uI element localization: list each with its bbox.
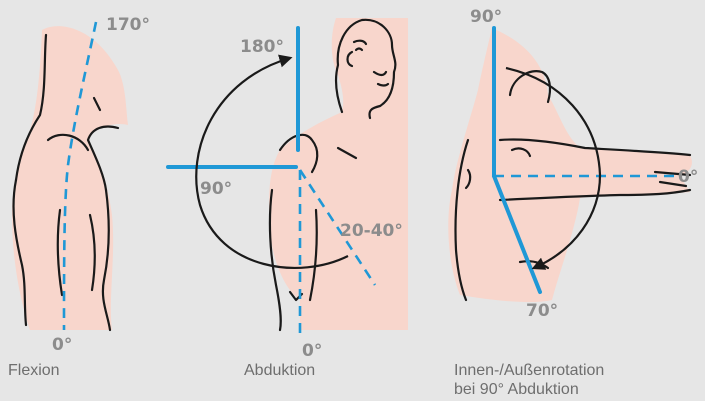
abduktion-angle-20-40: 20-40° xyxy=(340,221,403,241)
abduktion-angle-90: 90° xyxy=(200,179,232,199)
rotation-angle-90: 90° xyxy=(470,7,502,27)
abduktion-caption: Abduktion xyxy=(244,362,315,379)
flexion-caption: Flexion xyxy=(8,362,60,379)
abduktion-angle-0: 0° xyxy=(302,341,322,361)
flexion-angle-170: 170° xyxy=(106,15,150,35)
rotation-figure: 90° 0° 70° Innen-/Außenrotation bei 90° … xyxy=(448,7,698,398)
rotation-angle-70: 70° xyxy=(526,301,558,321)
rotation-caption-line-1: Innen-/Außenrotation xyxy=(454,362,604,379)
flexion-back-silhouette xyxy=(12,26,128,330)
rotation-caption-line-2: bei 90° Abduktion xyxy=(454,381,579,398)
abduktion-angle-180: 180° xyxy=(240,37,284,57)
flexion-figure: 170° 0° Flexion xyxy=(8,15,150,379)
rotation-body-silhouette xyxy=(448,28,692,302)
flexion-angle-0: 0° xyxy=(52,335,72,355)
abduktion-figure: 180° 90° 20-40° 0° Abduktion xyxy=(168,18,408,379)
rotation-angle-0: 0° xyxy=(678,167,698,187)
